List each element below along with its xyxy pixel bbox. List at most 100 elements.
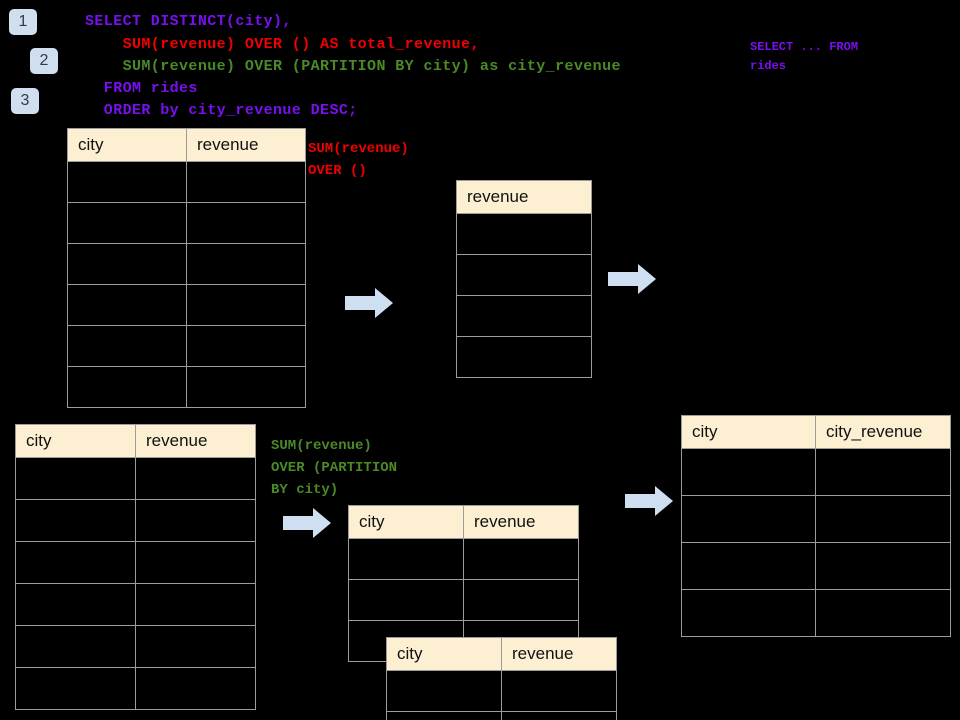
column-header-city: city xyxy=(15,424,136,458)
sql-line-select-distinct: SELECT DISTINCT(city), xyxy=(85,13,292,30)
annotation-sum-over-empty: SUM(revenue) OVER () xyxy=(308,141,409,179)
cell-revenue xyxy=(456,336,592,378)
column-header-revenue: revenue xyxy=(463,505,579,539)
cell-city xyxy=(67,366,187,408)
cell-revenue xyxy=(501,711,617,720)
cell-revenue xyxy=(135,583,256,626)
table-row xyxy=(15,667,256,710)
cell-city-revenue xyxy=(815,495,951,543)
table-row xyxy=(348,579,579,621)
sql-line-city-revenue: SUM(revenue) OVER (PARTITION BY city) as… xyxy=(85,58,621,75)
table-row xyxy=(67,284,306,326)
cell-city xyxy=(386,670,502,712)
arrow-bottom-right xyxy=(625,486,673,516)
step-badge-1: 1 xyxy=(9,9,37,35)
column-header-revenue: revenue xyxy=(186,128,306,162)
cell-revenue xyxy=(456,254,592,296)
step-badge-3: 3 xyxy=(11,88,39,114)
cell-city xyxy=(15,457,136,500)
cell-city xyxy=(681,448,816,496)
table-header-row: city revenue xyxy=(348,505,579,539)
column-header-city: city xyxy=(386,637,502,671)
table-header-row: revenue xyxy=(456,180,592,214)
table-row xyxy=(15,625,256,668)
table-row xyxy=(456,254,592,296)
cell-revenue xyxy=(186,284,306,326)
table-row xyxy=(67,202,306,244)
table-header-row: city revenue xyxy=(386,637,617,671)
sql-line-total-revenue: SUM(revenue) OVER () AS total_revenue, xyxy=(85,36,480,53)
column-header-revenue: revenue xyxy=(135,424,256,458)
cell-city xyxy=(67,243,187,285)
column-header-city-revenue: city_revenue xyxy=(815,415,951,449)
cell-city xyxy=(67,161,187,203)
annotation-select-from: SELECT ... FROM rides xyxy=(750,40,859,73)
cell-city xyxy=(15,667,136,710)
table-row xyxy=(681,589,951,637)
table-row xyxy=(67,325,306,367)
table-row xyxy=(456,295,592,337)
cell-revenue xyxy=(463,538,579,580)
sql-line-from: FROM rides xyxy=(85,80,198,97)
table-row xyxy=(348,538,579,580)
table-row xyxy=(15,499,256,542)
cell-revenue xyxy=(186,202,306,244)
cell-revenue xyxy=(456,213,592,255)
column-header-city: city xyxy=(681,415,816,449)
cell-city-revenue xyxy=(815,448,951,496)
cell-city xyxy=(386,711,502,720)
cell-revenue xyxy=(186,161,306,203)
table-total-revenue: revenue xyxy=(456,180,592,378)
arrow-top-right xyxy=(608,264,656,294)
cell-revenue xyxy=(135,667,256,710)
table-row xyxy=(681,448,951,496)
cell-city xyxy=(15,541,136,584)
table-final-result: city city_revenue xyxy=(681,415,951,637)
cell-city xyxy=(681,542,816,590)
annotation-sum-over-partition: SUM(revenue) OVER (PARTITION BY city) xyxy=(271,438,398,498)
cell-revenue xyxy=(186,366,306,408)
table-row xyxy=(67,243,306,285)
cell-city xyxy=(15,625,136,668)
table-row xyxy=(67,366,306,408)
column-header-city: city xyxy=(67,128,187,162)
table-header-row: city revenue xyxy=(15,424,256,458)
arrow-bottom-left xyxy=(283,508,331,538)
cell-revenue xyxy=(186,243,306,285)
step-badge-2: 2 xyxy=(30,48,58,74)
cell-city xyxy=(348,538,464,580)
table-source-bottom: city revenue xyxy=(15,424,256,710)
table-source-top: city revenue xyxy=(67,128,306,408)
table-partition-front: city revenue xyxy=(386,637,617,720)
table-row xyxy=(681,542,951,590)
cell-city xyxy=(15,583,136,626)
cell-city xyxy=(681,495,816,543)
table-row xyxy=(67,161,306,203)
column-header-revenue: revenue xyxy=(501,637,617,671)
cell-revenue xyxy=(501,670,617,712)
arrow-top-left xyxy=(345,288,393,318)
column-header-city: city xyxy=(348,505,464,539)
table-row xyxy=(15,457,256,500)
cell-city xyxy=(681,589,816,637)
table-row xyxy=(681,495,951,543)
cell-revenue xyxy=(135,625,256,668)
column-header-revenue: revenue xyxy=(456,180,592,214)
cell-revenue xyxy=(186,325,306,367)
cell-city xyxy=(67,284,187,326)
table-row xyxy=(386,670,617,712)
table-row xyxy=(456,213,592,255)
cell-city xyxy=(348,579,464,621)
cell-revenue xyxy=(135,499,256,542)
table-row xyxy=(386,711,617,720)
table-row xyxy=(15,541,256,584)
table-row xyxy=(15,583,256,626)
table-row xyxy=(456,336,592,378)
cell-revenue xyxy=(135,541,256,584)
cell-revenue xyxy=(456,295,592,337)
cell-city-revenue xyxy=(815,589,951,637)
cell-city-revenue xyxy=(815,542,951,590)
sql-line-order-by: ORDER by city_revenue DESC; xyxy=(85,102,358,119)
table-header-row: city city_revenue xyxy=(681,415,951,449)
